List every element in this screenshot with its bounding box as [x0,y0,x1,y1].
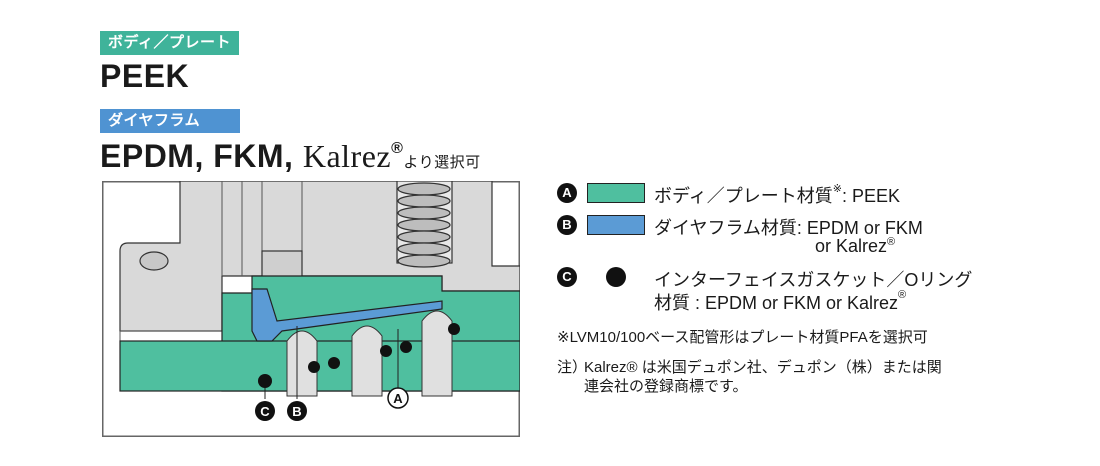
note-trademark-line2: 連会社の登録商標です。 [584,378,748,395]
legend-b-value2: or Kalrez [815,236,888,256]
diaphragm-blue [251,288,443,342]
body-material-title: PEEK [100,58,190,94]
legend-a-key: A [557,183,577,203]
port-bores [286,310,453,397]
o-rings [258,323,460,388]
diaphragm-tag: ダイヤフラム [100,109,240,133]
kalrez-text: Kalrez [302,138,392,174]
legend-b-value: : EPDM or FKM [796,218,923,238]
legend-a-mark: ※ [832,183,842,195]
legend-a-swatch [587,183,645,203]
legend-c-line2: 材質 : EPDM or FKM or Kalrez [654,293,899,313]
legend-c-oring-dot [606,267,626,287]
leader-lines [264,326,399,399]
legend-a-value: : PEEK [841,186,900,206]
lower-plate-green [119,340,520,392]
legend-a-text: ボディ／プレート材質※: PEEK [654,182,900,208]
legend-b-text: ダイヤフラム材質: EPDM or FKM [654,214,923,240]
callout-c-label: C [260,404,270,419]
legend-b-text-line2: or Kalrez® [815,236,895,257]
note-trademark-line1: Kalrez® は米国デュポン社、デュポン（株）または関 [584,359,942,376]
legend-b-key: B [557,215,577,235]
callout-b-label: B [292,404,301,419]
legend-b-label: ダイヤフラム材質 [654,218,797,238]
selectable-text: より選択可 [403,154,481,171]
legend-c-label: インターフェイスガスケット／Oリング [654,270,973,290]
body-plate-tag: ボディ／プレート [100,31,239,55]
legend-c-key: C [557,267,577,287]
callout-b: B [287,401,307,421]
legend-c-reg: ® [898,289,907,301]
legend-b-swatch [587,215,645,235]
callout-c: C [255,401,275,421]
boss-ellipse [139,251,169,271]
diaphragm-material-title: EPDM, FKM, Kalrez®より選択可 [100,138,481,175]
legend-b-reg: ® [887,236,896,248]
note-pfa: ※LVM10/100ベース配管形はプレート材質PFAを選択可 [557,329,928,346]
legend-a-label: ボディ／プレート材質 [654,186,833,206]
diaphragm-materials-text: EPDM, FKM, [100,138,294,174]
note-prefix: 注） [557,359,588,376]
spring [396,181,453,268]
valve-cross-section-diagram: C B A [102,181,520,437]
callout-a: A [387,387,409,409]
callout-a-label: A [393,391,403,406]
legend-c-line2-text: 材質 : EPDM or FKM or Kalrez® [654,289,906,315]
registered-mark: ® [391,140,404,157]
